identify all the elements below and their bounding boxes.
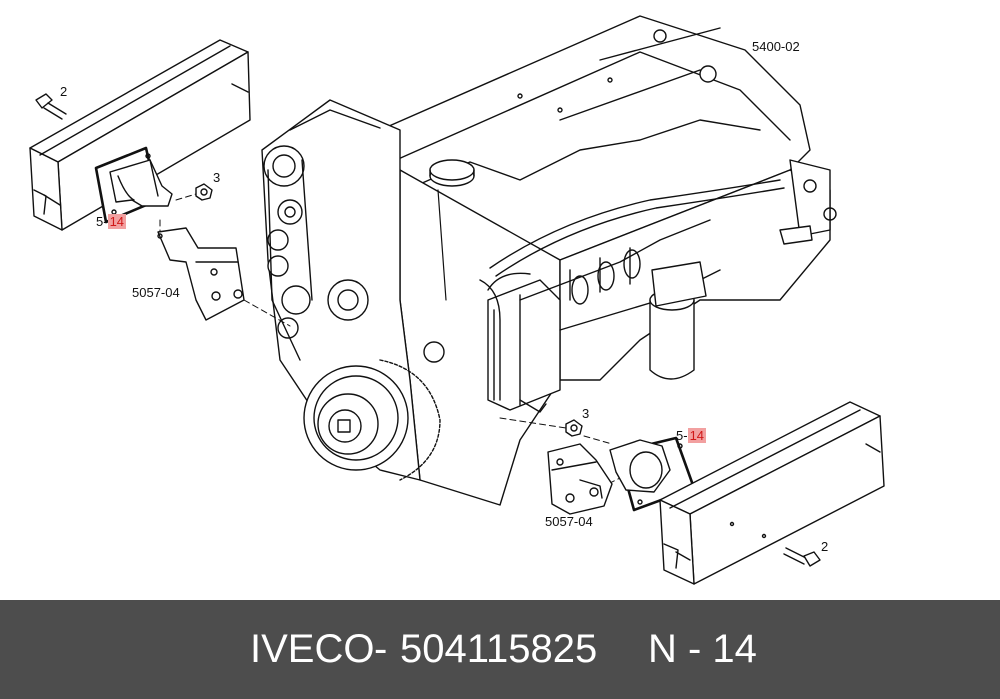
label-bolt-right: 2 — [821, 539, 829, 554]
label-nut-left: 3 — [213, 170, 221, 185]
label-mount-left: 5-14 — [96, 214, 127, 229]
position-label: N - 14 — [648, 627, 757, 671]
part-number: 504115825 — [400, 627, 598, 671]
right-chassis-rail — [659, 401, 885, 585]
engine-block — [261, 15, 837, 506]
brand-separator: - — [374, 627, 388, 671]
part-info-bar: IVECO - 504115825 N - 14 — [0, 600, 1000, 699]
bolt-right — [783, 547, 821, 567]
brand-name: IVECO — [250, 627, 375, 671]
label-bracket-right: 5057-04 — [545, 514, 593, 529]
bracket-left — [157, 227, 245, 321]
label-mount-left-number: 14 — [107, 214, 127, 229]
label-bracket-left: 5057-04 — [132, 285, 180, 300]
parts-diagram: 5400-02 2 3 5-14 5057-04 3 5-14 5057-04 … — [29, 15, 885, 585]
bolt-left — [35, 93, 67, 120]
label-mount-right-number: 14 — [687, 428, 707, 443]
nut-right — [565, 419, 583, 437]
label-mount-right-prefix: 5- — [676, 428, 688, 443]
label-nut-right: 3 — [582, 406, 590, 421]
nut-left — [195, 183, 213, 201]
label-mount-right: 5-14 — [676, 428, 707, 443]
label-mount-left-prefix: 5- — [96, 214, 108, 229]
engine-mount-drawing — [29, 15, 885, 585]
label-bolt-left: 2 — [60, 84, 68, 99]
label-engine-ref: 5400-02 — [752, 39, 800, 54]
bracket-right — [547, 443, 613, 515]
